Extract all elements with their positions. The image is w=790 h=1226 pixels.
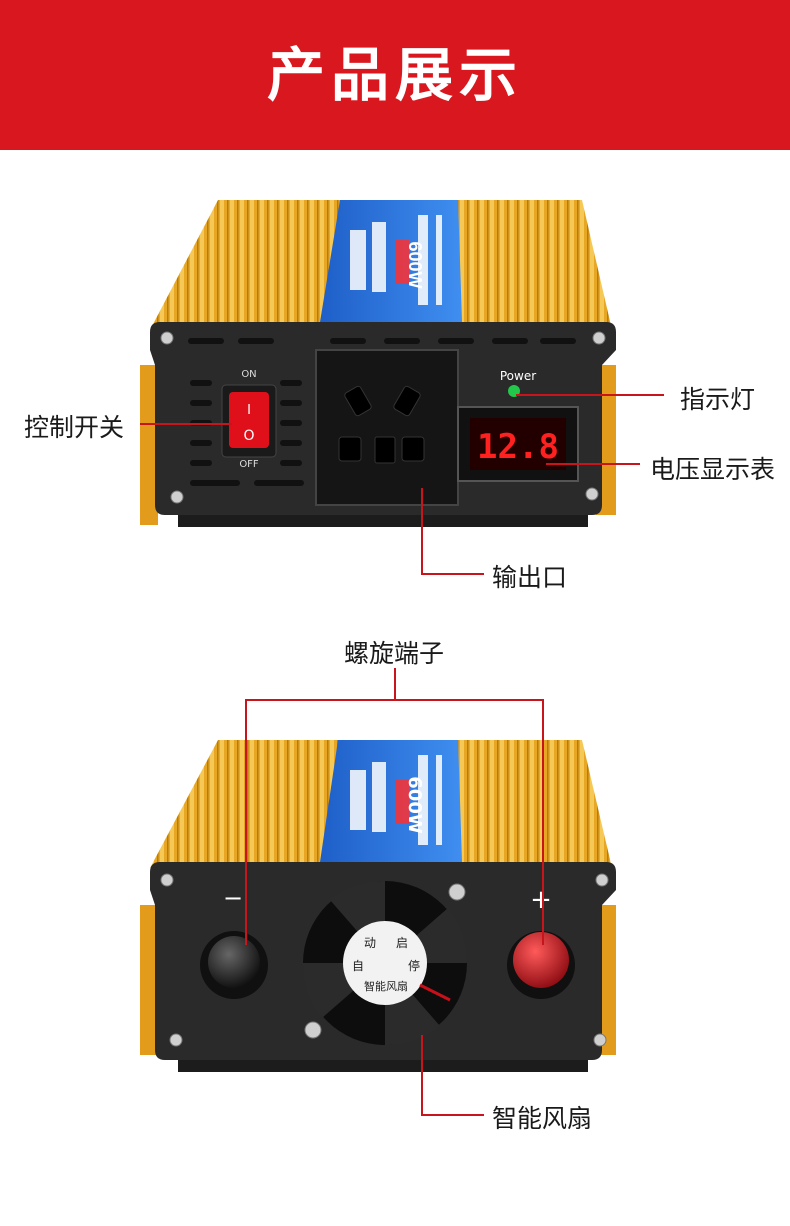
svg-text:动: 动 (364, 936, 376, 950)
callout-outlet: 输出口 (492, 563, 568, 592)
svg-text:智能风扇: 智能风扇 (364, 979, 408, 993)
front-view: 600W ON OFF I (140, 200, 616, 527)
power-label: Power (500, 369, 536, 383)
switch-off-label: OFF (239, 459, 259, 470)
svg-text:停: 停 (408, 958, 420, 973)
positive-terminal[interactable] (513, 932, 569, 988)
svg-text:600W: 600W (404, 776, 425, 834)
negative-terminal[interactable] (208, 936, 260, 988)
callout-fan: 智能风扇 (492, 1104, 593, 1133)
back-view: 600W − + 动 启 自 停 智能风扇 (140, 740, 616, 1072)
svg-text:O: O (243, 428, 254, 444)
callout-lines (140, 394, 664, 1116)
svg-text:启: 启 (396, 936, 408, 950)
svg-text:I: I (247, 403, 251, 418)
callout-switch: 控制开关 (24, 413, 125, 442)
negative-mark: − (223, 884, 243, 912)
output-socket (315, 349, 459, 506)
positive-mark: + (530, 885, 552, 915)
rocker-switch[interactable] (229, 392, 269, 448)
voltage-value: 12.8 (477, 427, 559, 467)
callout-voltmeter: 电压显示表 (650, 455, 776, 484)
svg-text:自: 自 (352, 959, 364, 973)
header-banner (0, 0, 790, 150)
callout-indicator: 指示灯 (680, 385, 756, 414)
fan-hub-label (343, 921, 427, 1005)
page-title: 产品展示 (266, 41, 523, 109)
model-text: 600W (405, 241, 425, 288)
callout-terminals: 螺旋端子 (344, 639, 445, 668)
switch-on-label: ON (241, 369, 256, 380)
